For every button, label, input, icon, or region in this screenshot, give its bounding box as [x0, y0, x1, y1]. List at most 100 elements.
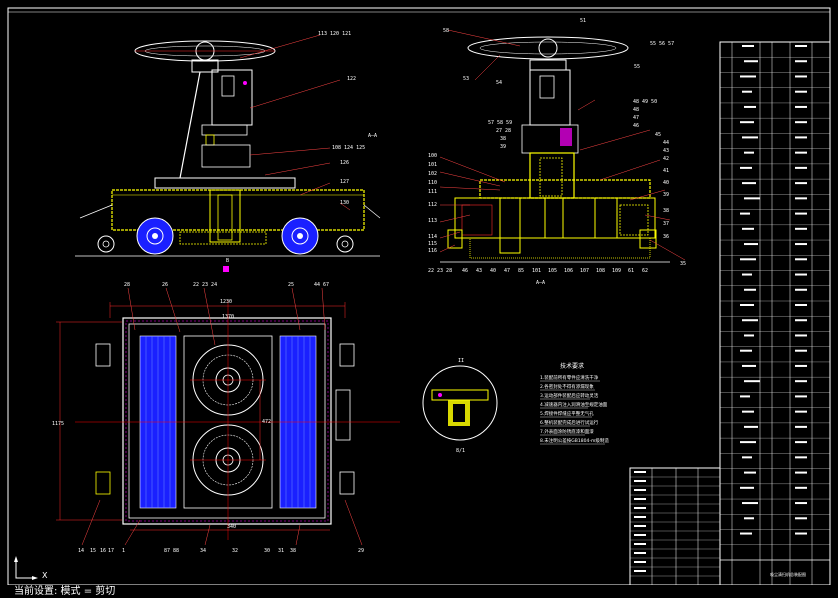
parts-list-entry-mark	[795, 471, 807, 474]
callout-sec-l3: 57 58 59	[488, 120, 512, 126]
tech-note-6: 7.外表面涂防锈底漆和面漆	[540, 428, 594, 435]
callout-sec-r3: 48 49 50	[633, 99, 657, 105]
svg-text:16: 16	[100, 548, 106, 554]
parts-list-entry-mark	[744, 60, 758, 63]
title-block[interactable]: 吸尘清扫机总装配图	[629, 467, 830, 586]
callout-sec-r6: 46	[633, 123, 639, 129]
parts-list-entry-mark	[744, 517, 754, 520]
callout-sec-r2: 55	[634, 64, 640, 70]
parts-list-entry-mark	[795, 288, 807, 291]
section-caption: A—A	[536, 280, 545, 286]
detail-view[interactable]: II 8/1	[422, 358, 498, 454]
parts-list-entry-mark	[795, 532, 807, 535]
parts-list-entry-mark	[744, 288, 756, 291]
callout-sec-r17: 35	[680, 261, 686, 267]
parts-list-entry-mark	[795, 380, 807, 383]
callout-sec-l14: 114	[428, 234, 437, 240]
svg-text:32: 32	[232, 548, 238, 554]
callout-sec-r7: 45	[655, 132, 661, 138]
svg-text:30: 30	[264, 548, 270, 554]
title-block-entry-mark	[634, 552, 646, 554]
view-flag-b-label: B	[226, 258, 229, 264]
callout-sec-l12: 112	[428, 202, 437, 208]
control-box-front	[211, 69, 253, 126]
callout-sec-l9: 102	[428, 171, 437, 177]
parts-list-entry-mark	[795, 456, 807, 459]
callout-plan-top-2: 22 23 24	[193, 282, 217, 288]
parts-list-entry-mark	[742, 136, 758, 139]
parts-list-entry-mark	[740, 258, 756, 261]
callout-sec-r5: 47	[633, 115, 639, 121]
callout-front-0: 113 120 121	[318, 31, 351, 37]
parts-list-entry-mark	[744, 425, 758, 428]
front-view[interactable]: 113 120 121 122 108 124 125 126 127 130 …	[75, 31, 381, 272]
castor-left	[97, 235, 115, 253]
callout-sec-r8: 44	[663, 140, 669, 146]
title-block-entry-mark	[634, 498, 646, 500]
callout-sec-l2: 54	[496, 80, 502, 86]
callout-sec-l13: 113	[428, 218, 437, 224]
control-box-section	[529, 69, 571, 126]
tech-note-3: 4.减速器内注入润滑油至规定油面	[540, 401, 608, 408]
callout-sec-r1: 55 56 57	[650, 41, 674, 47]
tech-note-4: 5.焊接件焊缝应平整无气孔	[540, 410, 594, 417]
ucs-axis-icon: X	[14, 556, 48, 580]
parts-list-entry-mark	[795, 121, 807, 124]
command-line[interactable]: 当前设置: 模式 = 剪切	[0, 585, 838, 598]
plan-view[interactable]: 1230 1175 1370 340 472 28 26 22 23 24 25…	[52, 282, 400, 554]
parts-list-entry-mark	[740, 441, 756, 444]
parts-list[interactable]	[719, 41, 831, 586]
title-block-entry-mark	[634, 507, 646, 509]
parts-list-entry-mark	[795, 105, 807, 108]
parts-list-entry-mark	[795, 45, 807, 47]
parts-list-entry-mark	[740, 532, 752, 535]
detail-caption: 8/1	[456, 448, 465, 454]
tech-notes-title: 技术要求	[560, 362, 584, 370]
parts-list-entry-mark	[795, 151, 807, 154]
parts-list-entry-mark	[742, 182, 756, 185]
callout-plan-top-0: 28	[124, 282, 130, 288]
view-flag-b[interactable]	[223, 266, 229, 272]
svg-text:87 88: 87 88	[164, 548, 179, 554]
parts-list-entry-mark	[740, 121, 754, 124]
svg-text:107: 107	[580, 268, 589, 274]
parts-list-entry-mark	[795, 502, 807, 505]
tech-note-0: 1.装配前所有零件应清洗干净	[540, 374, 599, 381]
parts-list-entry-mark	[740, 166, 752, 169]
parts-list-entry-mark	[795, 349, 807, 352]
callout-sec-r4: 48	[633, 107, 639, 113]
parts-list-entry-mark	[795, 90, 807, 93]
parts-list-entry-mark	[740, 75, 756, 78]
plan-dim-width: 1230	[220, 299, 232, 305]
plan-dim-inner: 1370	[222, 314, 234, 320]
callout-sec-r12: 40	[663, 180, 669, 186]
svg-text:85: 85	[518, 268, 524, 274]
callout-sec-r16: 36	[663, 234, 669, 240]
tech-note-7: 8.未注明公差按GB1804-m级制造	[540, 437, 609, 444]
svg-text:61: 61	[628, 268, 634, 274]
drawing-border	[7, 7, 831, 586]
svg-text:1: 1	[122, 548, 125, 554]
section-bottom-numbers: 22 23 28 46 43 40 47 85 101 105 106 107 …	[428, 268, 648, 274]
callout-front-4: 127	[340, 179, 349, 185]
parts-list-entry-mark	[742, 410, 754, 413]
tech-note-1: 2.各密封处不得有渗漏现象	[540, 383, 594, 390]
plan-bottom-callouts: 14 15 16 17 1 87 88 34 32 30 31 38 29	[78, 548, 364, 554]
parts-list-entry-mark	[795, 182, 807, 185]
section-view[interactable]: 58 53 54 57 58 59 27 28 38 39 100 101 10…	[428, 18, 686, 286]
callout-sec-l4: 27 28	[496, 128, 511, 134]
title-block-entry-mark	[634, 570, 646, 572]
parts-list-entry-mark	[795, 243, 807, 246]
parts-list-entry-mark	[744, 197, 760, 200]
parts-list-entry-mark	[795, 410, 807, 413]
plan-dim-bottom: 340	[227, 524, 236, 530]
callout-sec-l6: 39	[500, 144, 506, 150]
svg-text:40: 40	[490, 268, 496, 274]
svg-text:X: X	[42, 571, 48, 580]
parts-list-entry-mark	[744, 243, 758, 246]
parts-list-entry-mark	[795, 486, 807, 489]
parts-list-entry-mark	[742, 45, 754, 47]
parts-list-entry-mark	[744, 380, 760, 383]
title-block-entry-mark	[634, 525, 646, 527]
